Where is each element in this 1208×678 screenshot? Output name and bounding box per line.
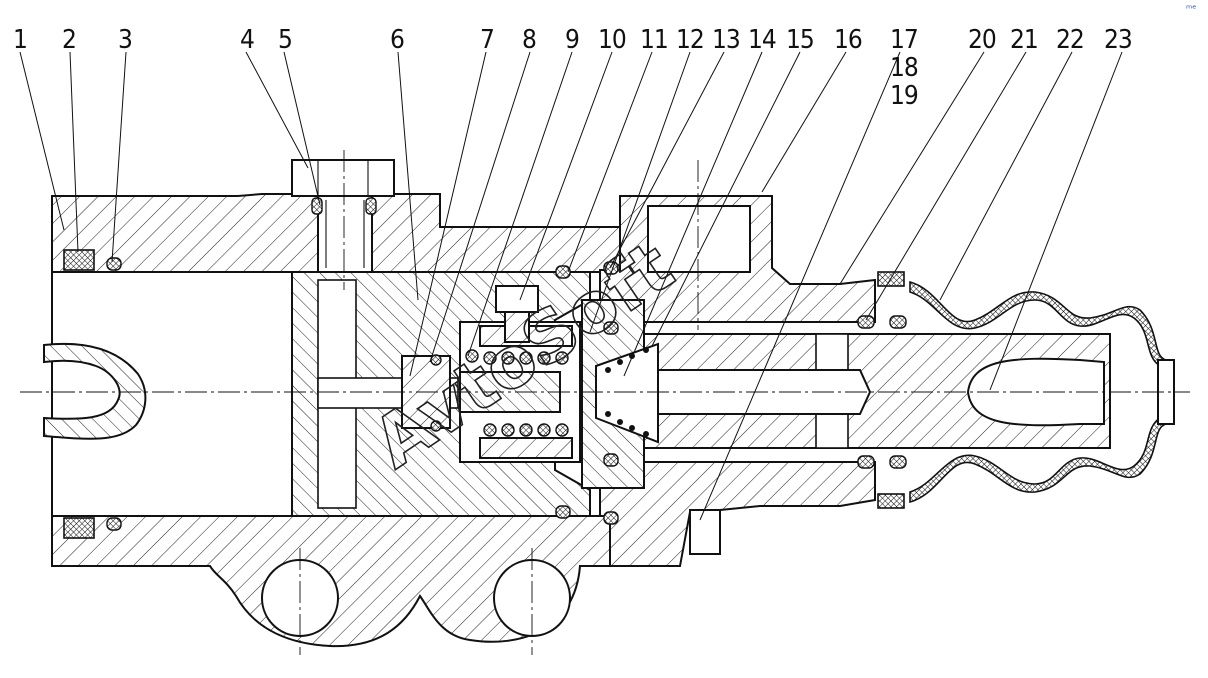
leader-lines [19, 51, 1123, 521]
part-number-18: 18 [890, 53, 918, 83]
part-number-5: 5 [278, 25, 292, 55]
part-number-21: 21 [1010, 25, 1038, 55]
part-number-1: 1 [13, 25, 27, 55]
part-number-14: 14 [748, 25, 776, 55]
part-number-17: 17 [890, 25, 918, 55]
valve-spring [465, 349, 569, 437]
corner-mark: ᵐᵉ [1186, 4, 1196, 15]
part-number-3: 3 [118, 25, 132, 55]
part-number-2: 2 [62, 25, 76, 55]
part-number-11: 11 [640, 25, 668, 55]
part-number-23: 23 [1104, 25, 1132, 55]
pushrod [643, 333, 1111, 449]
part-number-10: 10 [598, 25, 626, 55]
part-number-15: 15 [786, 25, 814, 55]
valve-oring-bottom [430, 420, 442, 432]
outlet-fitting [689, 509, 721, 555]
inner-sleeve-bottom [479, 437, 573, 459]
part-number-4: 4 [240, 25, 254, 55]
spring-seat-cone [595, 342, 659, 444]
part-number-16: 16 [834, 25, 862, 55]
part-number-19: 19 [890, 81, 918, 111]
part-number-8: 8 [522, 25, 536, 55]
part-number-12: 12 [676, 25, 704, 55]
bleed-bolt [291, 159, 395, 273]
housing [51, 193, 641, 648]
part-number-20: 20 [968, 25, 996, 55]
part-number-9: 9 [565, 25, 579, 55]
part-number-6: 6 [390, 25, 404, 55]
part-number-13: 13 [712, 25, 740, 55]
left-cup [43, 342, 147, 440]
bleed-plug [495, 285, 539, 343]
part-number-7: 7 [480, 25, 494, 55]
part-number-labels: 1 2 3 4 5 6 7 8 9 10 11 12 13 14 15 16 1… [13, 25, 1133, 111]
seals [63, 197, 907, 539]
part-number-22: 22 [1056, 25, 1084, 55]
